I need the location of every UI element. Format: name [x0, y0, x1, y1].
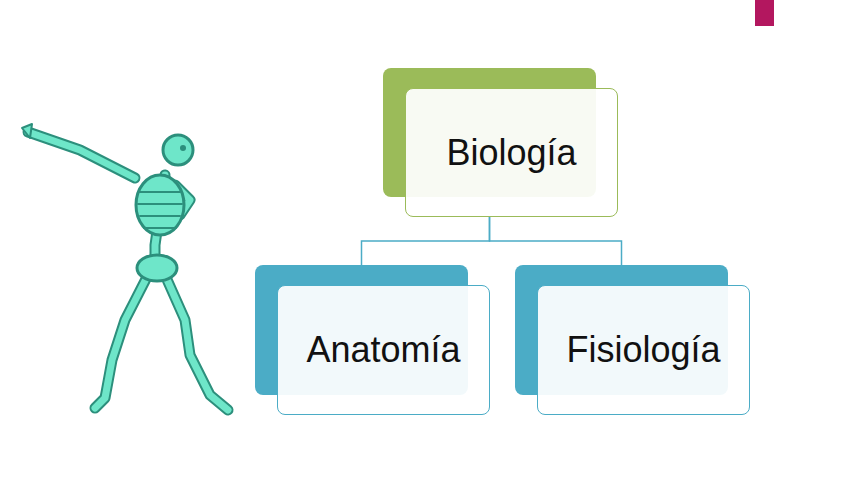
topic-label: Biología: [446, 133, 576, 173]
topic-box: Fisiología: [537, 285, 750, 415]
skeleton-illustration: [22, 124, 228, 410]
topic-box: Biología: [405, 88, 618, 217]
corner-mark: [755, 0, 774, 26]
tree-connector: [490, 217, 622, 265]
topic-label: Fisiología: [566, 330, 720, 370]
topic-label: Anatomía: [306, 330, 460, 370]
topic-box: Anatomía: [277, 285, 490, 415]
tree-connector: [362, 217, 490, 265]
